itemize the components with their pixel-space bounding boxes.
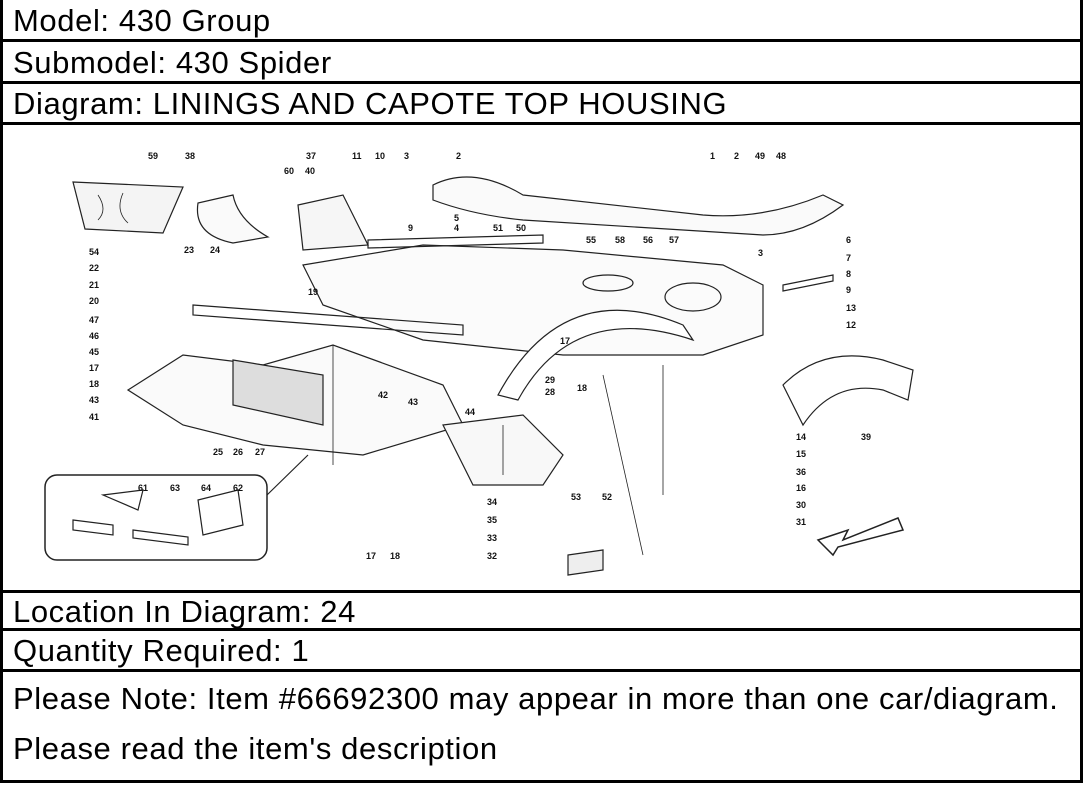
callout-25: 25 bbox=[213, 447, 224, 457]
callout-9: 9 bbox=[846, 285, 852, 295]
callout-29: 29 bbox=[545, 375, 556, 385]
callout-52: 52 bbox=[602, 492, 613, 502]
callout-2: 2 bbox=[456, 151, 462, 161]
callout-37: 37 bbox=[306, 151, 317, 161]
callout-30: 30 bbox=[796, 500, 807, 510]
callout-11: 11 bbox=[352, 151, 362, 161]
location-row: Location In Diagram: 24 bbox=[3, 590, 1080, 631]
callout-32: 32 bbox=[487, 551, 498, 561]
callout-38: 38 bbox=[185, 151, 196, 161]
callout-21: 21 bbox=[89, 280, 100, 290]
quantity-label: Quantity Required: 1 bbox=[13, 633, 310, 668]
callout-39: 39 bbox=[861, 432, 872, 442]
callout-59: 59 bbox=[148, 151, 159, 161]
callout-42: 42 bbox=[378, 390, 389, 400]
callout-50: 50 bbox=[516, 223, 527, 233]
submodel-label: Submodel: 430 Spider bbox=[13, 45, 332, 80]
model-row: Model: 430 Group bbox=[3, 0, 1080, 42]
callout-45: 45 bbox=[89, 347, 100, 357]
callout-3: 3 bbox=[758, 248, 764, 258]
callout-6: 6 bbox=[846, 235, 852, 245]
callout-26: 26 bbox=[233, 447, 244, 457]
callout-27: 27 bbox=[255, 447, 266, 457]
callout-31: 31 bbox=[796, 517, 807, 527]
callout-10: 10 bbox=[375, 151, 386, 161]
callout-19: 19 bbox=[308, 287, 319, 297]
callout-40: 40 bbox=[305, 166, 316, 176]
callout-8: 8 bbox=[846, 269, 852, 279]
callout-17: 17 bbox=[366, 551, 377, 561]
callout-49: 49 bbox=[755, 151, 766, 161]
callout-46: 46 bbox=[89, 331, 100, 341]
callout-1: 1 bbox=[710, 151, 716, 161]
note-text: Please Note: Item #66692300 may appear i… bbox=[13, 681, 1059, 766]
diagram-title: Diagram: LININGS AND CAPOTE TOP HOUSING bbox=[13, 86, 728, 121]
diagram-title-row: Diagram: LININGS AND CAPOTE TOP HOUSING bbox=[3, 84, 1080, 125]
callout-14: 14 bbox=[796, 432, 807, 442]
submodel-row: Submodel: 430 Spider bbox=[3, 42, 1080, 84]
callout-24: 24 bbox=[210, 245, 221, 255]
callout-34: 34 bbox=[487, 497, 498, 507]
callout-44: 44 bbox=[465, 407, 476, 417]
callout-55: 55 bbox=[586, 235, 597, 245]
callout-13: 13 bbox=[846, 303, 857, 313]
model-label: Model: 430 Group bbox=[13, 3, 271, 38]
callout-12: 12 bbox=[846, 320, 857, 330]
callout-18: 18 bbox=[89, 379, 100, 389]
location-label: Location In Diagram: 24 bbox=[13, 594, 356, 629]
note-row: Please Note: Item #66692300 may appear i… bbox=[3, 672, 1080, 780]
callout-4: 4 bbox=[454, 223, 460, 233]
callout-58: 58 bbox=[615, 235, 626, 245]
callout-62: 62 bbox=[233, 483, 244, 493]
callout-51: 51 bbox=[493, 223, 504, 233]
callout-53: 53 bbox=[571, 492, 582, 502]
callout-22: 22 bbox=[89, 263, 100, 273]
callout-9: 9 bbox=[408, 223, 414, 233]
callout-35: 35 bbox=[487, 515, 498, 525]
callout-43: 43 bbox=[408, 397, 419, 407]
callout-18: 18 bbox=[577, 383, 588, 393]
callout-7: 7 bbox=[846, 253, 852, 263]
callout-18: 18 bbox=[390, 551, 401, 561]
callout-17: 17 bbox=[560, 336, 571, 346]
callout-60: 60 bbox=[284, 166, 295, 176]
callout-28: 28 bbox=[545, 387, 556, 397]
callout-47: 47 bbox=[89, 315, 100, 325]
callout-36: 36 bbox=[796, 467, 807, 477]
callout-20: 20 bbox=[89, 296, 100, 306]
callout-41: 41 bbox=[89, 412, 100, 422]
callout-17: 17 bbox=[89, 363, 100, 373]
callout-56: 56 bbox=[643, 235, 654, 245]
callout-2: 2 bbox=[734, 151, 740, 161]
callout-3: 3 bbox=[404, 151, 410, 161]
callout-64: 64 bbox=[201, 483, 212, 493]
quantity-row: Quantity Required: 1 bbox=[3, 631, 1080, 672]
callout-61: 61 bbox=[138, 483, 149, 493]
callout-63: 63 bbox=[170, 483, 181, 493]
exploded-view-drawing bbox=[44, 176, 914, 576]
callout-54: 54 bbox=[89, 247, 100, 257]
callout-5: 5 bbox=[454, 213, 460, 223]
callout-48: 48 bbox=[776, 151, 787, 161]
callout-33: 33 bbox=[487, 533, 498, 543]
callout-43: 43 bbox=[89, 395, 100, 405]
callout-16: 16 bbox=[796, 483, 807, 493]
callout-15: 15 bbox=[796, 449, 807, 459]
callout-23: 23 bbox=[184, 245, 195, 255]
callout-57: 57 bbox=[669, 235, 680, 245]
